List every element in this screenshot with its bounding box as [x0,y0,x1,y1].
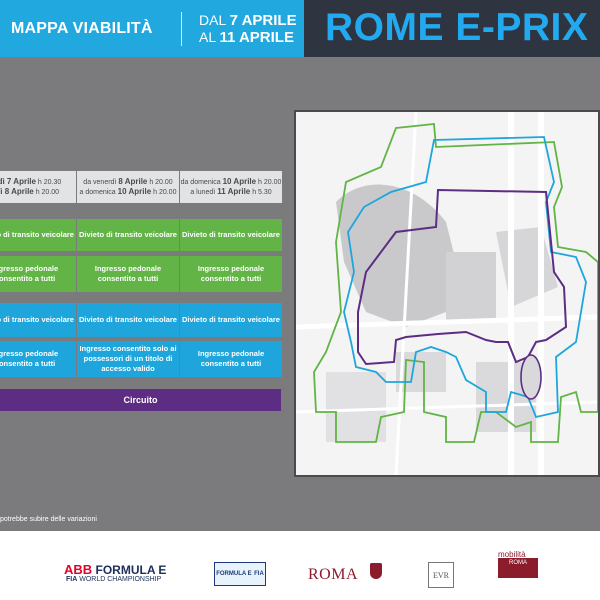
circuit-legend: Circuito [0,389,281,411]
formula-e-fia-logo: FORMULA E FIA [214,562,266,586]
date-cell-3: da domenica 10 Aprile h 20.00 a lunedì 1… [180,171,282,203]
green-zone-boundary [313,123,598,443]
world-championship-label: FIA WORLD CHAMPIONSHIP [66,576,162,583]
date-range-start: DAL 7 APRILE [199,12,297,29]
main-road [508,112,544,475]
blue-zone-vehicle-3: Divieto di transito veicolare [180,303,282,337]
date-end-value: 11 APRILE [219,29,294,46]
date-cell-2: da venerdì 8 Aprile h 20.00 a domenica 1… [77,171,179,203]
green-zone-pedestrian-1: Ingresso pedonale consentito a tutti [0,256,76,292]
date-start-value: 7 APRILE [229,12,297,29]
building-block [446,252,496,322]
minor-road [296,112,598,475]
header-left-panel: MAPPA VIABILITÀ DAL 7 APRILE AL 11 APRIL… [0,0,304,57]
race-circuit [357,188,568,366]
header-right-panel [304,0,600,57]
date-cell-1: vedì 7 Aprile h 20.30 edì 8 Aprile h 20.… [0,171,76,203]
green-zone-vehicle-1: Divieto di transito veicolare [0,219,76,251]
map-drawing [296,112,598,475]
header: MAPPA VIABILITÀ DAL 7 APRILE AL 11 APRIL… [0,0,600,57]
mobility-logo-top: mobilità [498,550,526,559]
building-block [326,372,386,442]
blue-zone-boundary [343,136,587,419]
blue-zone-vehicle-1: Divieto di transito veicolare [0,303,76,337]
blue-zone-pedestrian-3: Ingresso pedonale consentito a tutti [180,341,282,377]
date-range-end: AL 11 APRILE [199,29,294,46]
date-end-prefix: AL [199,29,216,45]
green-zone-vehicle-2: Divieto di transito veicolare [77,219,179,251]
race-circuit-hairpin [520,354,542,400]
circuit-map[interactable] [294,110,600,477]
header-divider [181,12,182,46]
mobility-roma-logo: ROMA [498,558,538,578]
green-zone-vehicle-3: Divieto di transito veicolare [180,219,282,251]
abb-formula-e-logo: ABB FORMULA E [64,562,167,577]
evr-logo: EVR [428,562,454,588]
page-title: MAPPA VIABILITÀ [11,20,153,37]
blue-zone-pedestrian-1: Ingresso pedonale consentito a tutti [0,341,76,377]
green-zone-pedestrian-3: Ingresso pedonale consentito a tutti [180,256,282,292]
roma-shield-icon [370,563,382,579]
variation-note: potrebbe subire delle variazioni [0,516,97,523]
event-title: ROME E-PRIX [325,6,589,49]
roma-logo: ROMA [308,566,359,583]
blue-zone-pedestrian-2: Ingresso consentito solo ai possessori d… [77,341,179,377]
blue-zone-vehicle-2: Divieto di transito veicolare [77,303,179,337]
date-start-prefix: DAL [199,12,226,28]
green-zone-pedestrian-2: Ingresso pedonale consentito a tutti [77,256,179,292]
park-area [336,184,456,327]
